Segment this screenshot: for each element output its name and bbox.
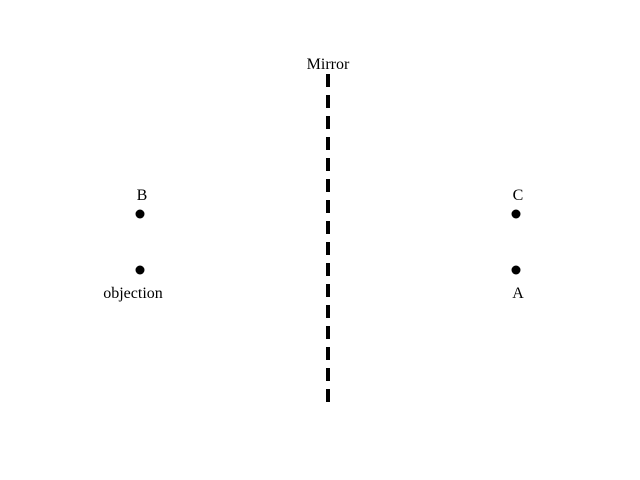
- object-point-label: objection: [103, 285, 163, 302]
- mirror-label: Mirror: [307, 56, 350, 73]
- object-point-dot: [135, 265, 145, 275]
- point-a-label: A: [512, 285, 524, 302]
- point-b-dot: [135, 209, 145, 219]
- point-c-label: C: [513, 187, 524, 204]
- point-c-dot: [511, 209, 521, 219]
- point-a-dot: [511, 265, 521, 275]
- point-b-label: B: [137, 187, 148, 204]
